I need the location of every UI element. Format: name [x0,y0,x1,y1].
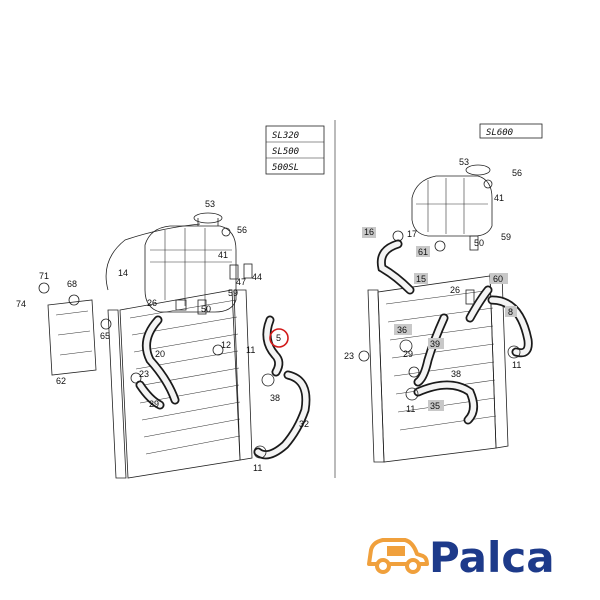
callout-r-61: 61 [418,247,428,257]
callout-14: 14 [118,268,128,278]
callout-62: 62 [56,376,66,386]
left-callouts: 53 56 41 14 44 47 59 71 68 74 26 50 65 6… [16,199,309,473]
variant-sl600: SL600 [486,128,513,138]
left-variant-badges: SL320 SL500 500SL [265,125,325,175]
callout-r-26: 26 [450,285,460,295]
right-variant-badge: SL600 [479,123,543,139]
expansion-tank-right [411,164,493,237]
callout-32: 32 [299,419,309,429]
callout-74: 74 [16,299,26,309]
radiator-left [107,289,253,479]
overflow-tank-62 [47,299,97,376]
callout-11-b: 11 [253,463,262,473]
callout-26: 26 [147,298,157,308]
variant-sl500: SL500 [272,147,299,157]
callout-r-8: 8 [508,307,513,317]
callout-68: 68 [67,279,77,289]
callout-r-23: 23 [344,351,354,361]
left-clamps [38,227,275,459]
callout-r-16: 16 [364,227,374,237]
callout-47: 47 [236,277,246,287]
callout-44: 44 [252,272,262,282]
right-clamps [358,179,521,401]
variant-500sl: 500SL [272,163,299,173]
callout-r-15: 15 [416,274,426,284]
callout-r-50: 50 [474,238,484,248]
palca-logo: Palca [367,533,555,582]
callout-r-29: 29 [403,349,413,359]
callout-56: 56 [237,225,247,235]
brand-name: Palca [429,533,555,582]
callout-r-56: 56 [512,168,522,178]
right-hoses [376,239,533,425]
callout-23: 23 [139,369,149,379]
callout-50: 50 [201,304,211,314]
car-icon [367,538,429,574]
bracket-line-14 [105,223,201,291]
callout-65: 65 [100,331,110,341]
callout-20: 20 [155,349,165,359]
callout-r-17: 17 [407,229,417,239]
callout-r-35: 35 [430,401,440,411]
callout-r-60: 60 [493,274,503,284]
callout-r-53: 53 [459,157,469,167]
left-hoses [135,315,311,460]
callout-71: 71 [39,271,49,281]
callout-38: 38 [270,393,280,403]
callout-r-38: 38 [451,369,461,379]
callout-r-11-b: 11 [406,404,415,414]
radiator-right [367,273,509,463]
callout-r-39: 39 [430,339,440,349]
callout-29: 29 [149,399,159,409]
callout-r-59: 59 [501,232,511,242]
variant-sl320: SL320 [272,131,299,141]
callout-41: 41 [218,250,228,260]
highlight-ring [269,328,289,348]
callout-r-11-a: 11 [512,360,521,370]
callout-12: 12 [221,340,231,350]
right-callouts: 53 56 41 17 61 50 59 16 15 60 26 8 36 39… [344,157,522,414]
callout-11-a: 11 [246,345,255,355]
callout-r-36: 36 [397,325,407,335]
callout-53: 53 [205,199,215,209]
callout-r-41: 41 [494,193,504,203]
callout-5: 5 [276,333,281,343]
callout-59: 59 [228,288,238,298]
shaded-labels [362,227,517,411]
